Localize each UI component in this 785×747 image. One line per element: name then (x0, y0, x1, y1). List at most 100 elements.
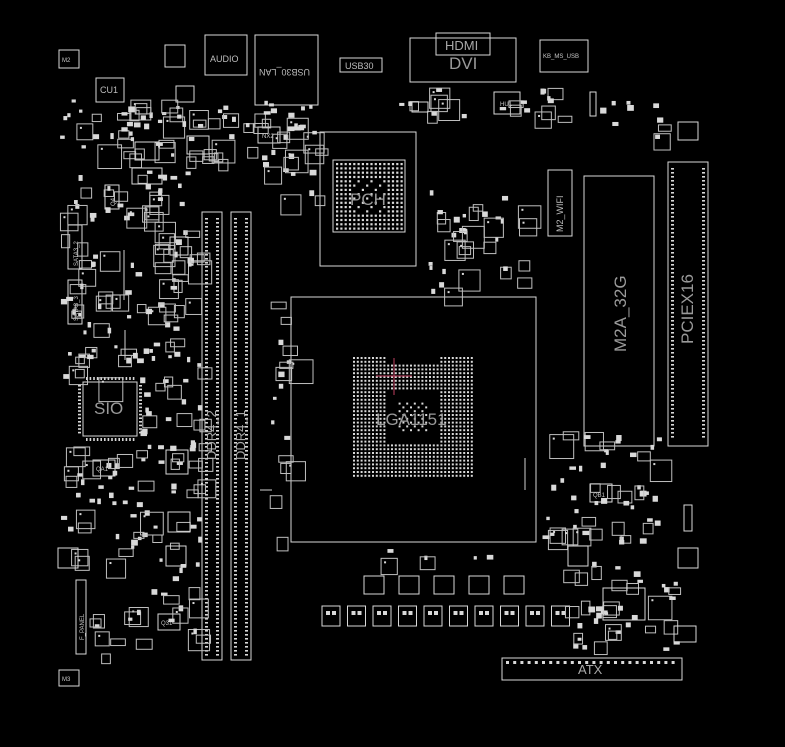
smd-pad (605, 449, 609, 455)
pcie-pin-left (671, 380, 674, 382)
dimm1-pin-right (245, 290, 248, 292)
nx2-chip[interactable] (257, 126, 281, 144)
dimm1-pin-right (245, 306, 248, 308)
hdmi-connector[interactable] (435, 32, 491, 56)
lga-pin (356, 425, 359, 428)
usb30-connector[interactable] (339, 57, 383, 73)
sio-label: SIO (94, 399, 123, 418)
smd-pad (482, 211, 488, 217)
dimm2-pin-left (205, 614, 208, 616)
m2-wifi-connector[interactable] (547, 169, 573, 237)
smd-component (92, 614, 105, 629)
pch-ball (361, 223, 364, 226)
smd-pad (600, 462, 606, 469)
dimm1-pin-right (245, 358, 248, 360)
lga-pin (421, 372, 424, 375)
lga-pin (425, 429, 428, 432)
dimm1-pin-right (245, 422, 248, 424)
lga-pin (451, 410, 454, 413)
lga-pin (451, 467, 454, 470)
dvi-connector[interactable] (409, 37, 517, 83)
vrm-pad (530, 611, 534, 615)
lga-pin (368, 455, 371, 458)
pch-ball (400, 227, 403, 230)
dimm2-pin-left (205, 226, 208, 228)
pch-ball (400, 218, 403, 222)
smd-component (278, 455, 294, 463)
lga-pin (421, 474, 424, 477)
ic-pin (98, 634, 101, 637)
smd-component (75, 356, 85, 365)
lga-pin (383, 398, 386, 401)
dimm2-pin-left (205, 222, 208, 224)
dimm1-pin-left (234, 502, 237, 504)
kb-ms-usb-connector[interactable] (539, 39, 589, 73)
dimm1-pin-right (245, 382, 248, 384)
lga-pin (413, 364, 416, 367)
m2a-32g-slot[interactable] (583, 175, 655, 447)
lga-pin (356, 414, 359, 416)
lga-pin (398, 379, 401, 382)
lga-pin (451, 474, 454, 477)
vrm-pad (326, 611, 330, 615)
dimm2-pin-left (205, 330, 208, 332)
ddr4-1-slot[interactable] (230, 211, 252, 661)
lga-pin (383, 383, 386, 386)
audio-connector[interactable] (204, 34, 248, 76)
sata-2-label: SATA3_2 (74, 241, 80, 266)
m2-header[interactable] (58, 49, 80, 69)
ddr4-2-slot[interactable] (201, 211, 223, 661)
lga-pin (364, 463, 367, 466)
lga-pin (463, 372, 466, 375)
dimm1-pin-left (234, 590, 237, 592)
qb1-chip[interactable] (589, 483, 613, 503)
lga-pin (467, 455, 469, 458)
pch-outline[interactable] (319, 131, 417, 267)
lga-pin (459, 360, 462, 363)
f-panel-header[interactable] (75, 579, 87, 655)
lga-pin (368, 421, 371, 424)
lga-pin (451, 421, 454, 424)
lga-pin (421, 368, 424, 371)
m3-header[interactable] (58, 669, 80, 687)
vrm-mosfet (372, 605, 392, 627)
dimm1-pin-right (245, 582, 248, 584)
hu1-chip[interactable] (493, 91, 521, 115)
cu1-chip[interactable] (95, 77, 125, 103)
ic-pin (460, 244, 463, 247)
lga-pin (440, 364, 443, 367)
q4-chip[interactable] (104, 184, 120, 210)
dimm2-pin-right (216, 306, 219, 308)
smd-component (279, 361, 294, 369)
qa1-chip[interactable] (92, 459, 116, 477)
sio-pin-right (139, 410, 142, 412)
ic-pin (81, 272, 84, 275)
lga-pin (391, 467, 393, 470)
lga-pin (368, 368, 371, 371)
dimm2-pin-right (216, 366, 219, 368)
lga-pin (417, 406, 420, 409)
dimm1-pin-left (234, 382, 237, 384)
lga-pin (368, 360, 371, 363)
dimm2-pin-right (216, 534, 219, 536)
q31-chip[interactable] (157, 613, 181, 631)
dimm2-pin-right (216, 418, 219, 420)
lga-pin (375, 444, 378, 447)
small-ic (67, 204, 88, 226)
atx-connector[interactable] (501, 657, 683, 681)
dvi-label: DVI (449, 54, 477, 73)
pch-ball (379, 210, 382, 213)
sata-port-3[interactable] (67, 279, 83, 325)
smd-pad (633, 571, 641, 577)
lga1151-outline[interactable] (290, 296, 537, 543)
dimm1-pin-right (245, 334, 248, 336)
dimm2-pin-right (216, 502, 219, 504)
pch-ball (357, 227, 360, 230)
pciex16-slot[interactable] (667, 161, 709, 447)
smd-component (101, 653, 111, 665)
dimm1-pin-right (245, 270, 248, 272)
smd-pad (453, 216, 460, 223)
sio-chip[interactable] (82, 381, 138, 437)
dimm1-pin-left (234, 334, 237, 336)
usb30-lan-connector[interactable] (254, 34, 319, 106)
